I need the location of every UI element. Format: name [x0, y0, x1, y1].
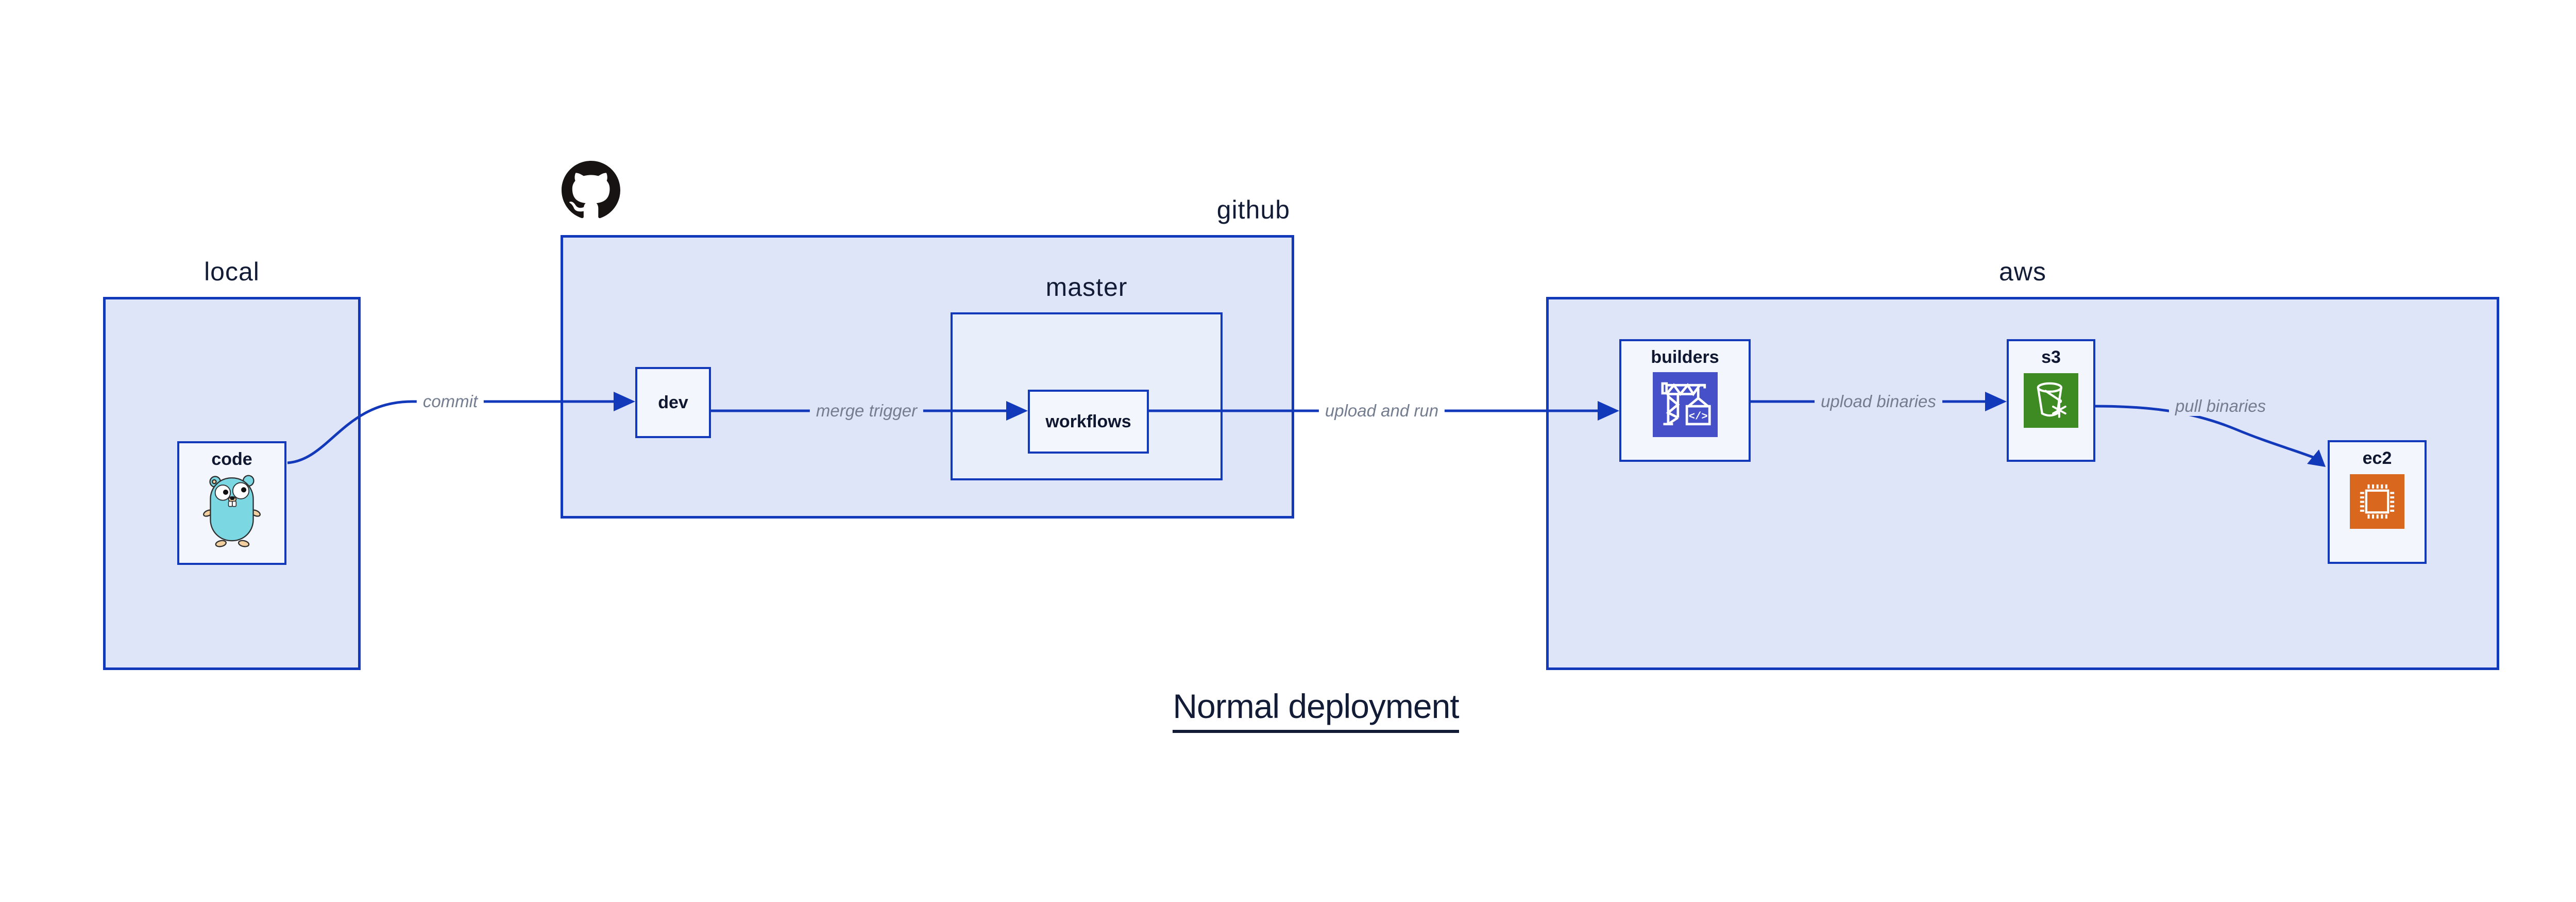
edge-label-upload-and-run: upload and run [1318, 401, 1445, 421]
workflows-label: workflows [1045, 411, 1131, 431]
ec2-node: ec2 [2328, 440, 2427, 564]
edge-label-upload-binaries: upload binaries [1815, 392, 1942, 411]
github-label: github [1216, 195, 1290, 224]
s3-label: s3 [2041, 347, 2061, 367]
aws-label: aws [1999, 257, 2046, 286]
svg-text:</>: </> [1688, 411, 1707, 423]
dev-label: dev [658, 392, 688, 412]
master-label: master [1045, 273, 1128, 302]
builders-node: builders </ [1619, 339, 1751, 462]
edge-label-pull-binaries: pull binaries [2168, 396, 2273, 416]
edge-label-merge-trigger: merge trigger [809, 401, 924, 421]
workflows-node: workflows [1028, 390, 1149, 454]
builders-label: builders [1651, 347, 1719, 367]
code-node: code [177, 441, 286, 565]
local-label: local [204, 257, 260, 286]
dev-node: dev [635, 367, 711, 438]
edge-label-commit: commit [416, 392, 484, 411]
code-label: code [211, 449, 252, 469]
s3-node: s3 [2007, 339, 2095, 462]
aws-ec2-chip-icon [2350, 474, 2404, 531]
github-octocat-icon [562, 161, 620, 222]
ec2-label: ec2 [2362, 448, 2392, 468]
diagram-title: Normal deployment [1043, 687, 1589, 733]
aws-codebuild-crane-icon: </> [1652, 372, 1718, 440]
go-gopher-icon [201, 470, 263, 553]
aws-s3-bucket-icon [2024, 373, 2078, 430]
